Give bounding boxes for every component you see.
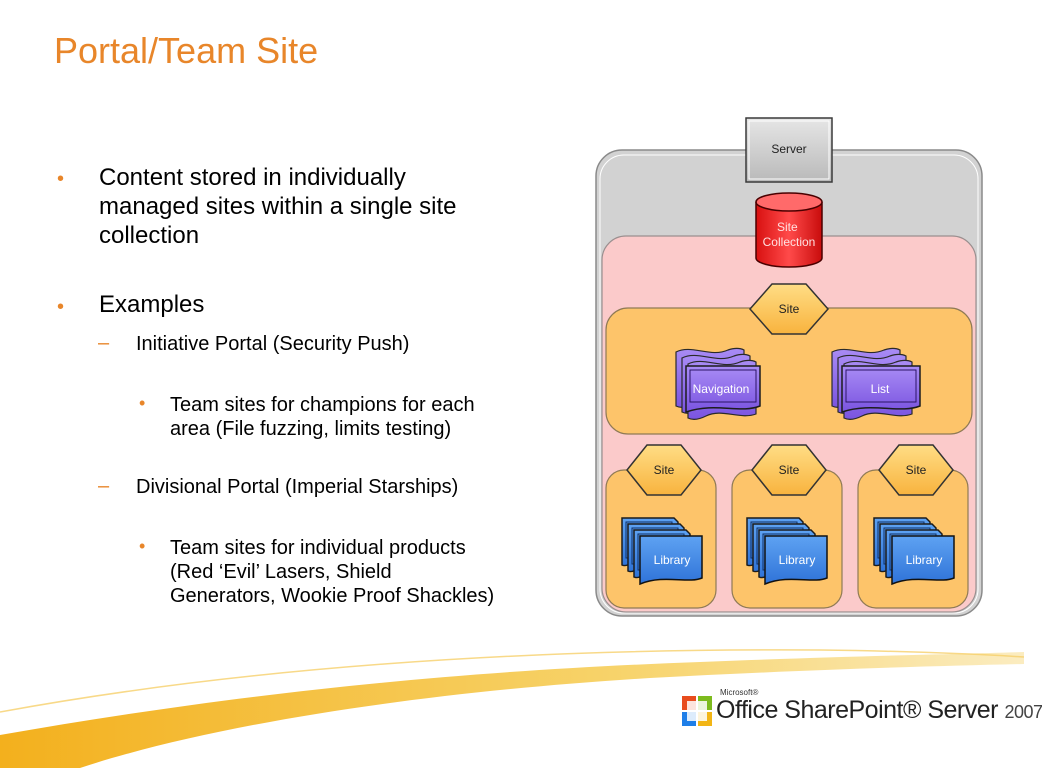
site-collection-database-icon — [755, 192, 823, 268]
list-document-stack-icon — [831, 347, 921, 420]
child-site-label: Site — [779, 463, 800, 477]
site-label: Site — [779, 302, 800, 316]
slide-title: Portal/Team Site — [54, 30, 319, 71]
child-site-label: Site — [906, 463, 927, 477]
child-site-label: Site — [654, 463, 675, 477]
site-collection-label-line2: Collection — [763, 235, 816, 249]
sub-item-initiative-portal: Initiative Portal (Security Push) — [136, 333, 410, 355]
detail-team-sites-products: Team sites for individual products (Red … — [170, 537, 495, 607]
library-document-stack-icon — [873, 517, 955, 586]
library-label: Library — [906, 553, 943, 567]
detail-team-sites-champions: Team sites for champions for each area (… — [170, 394, 475, 440]
list-label: List — [871, 382, 890, 396]
site-collection-label: Site Collection — [763, 220, 816, 249]
server-label: Server — [771, 142, 806, 156]
office-logo-icon — [682, 696, 712, 726]
library-document-stack-icon — [746, 517, 828, 586]
logo-year: 2007 — [1004, 702, 1042, 722]
site-hexagon — [749, 283, 829, 335]
bullet-content-stored: Content stored in individually managed s… — [99, 164, 457, 249]
dash-marker: – — [98, 332, 110, 354]
bullet-dot: • — [57, 296, 65, 318]
bullet-examples: Examples — [99, 291, 205, 318]
navigation-document-stack-icon — [675, 347, 761, 420]
logo-microsoft-text: Microsoft® — [720, 688, 759, 697]
bullet-dot: • — [57, 168, 65, 190]
logo-product-name: Office SharePoint® Server 2007 — [716, 696, 1042, 725]
logo-product-text: Office SharePoint® Server — [716, 696, 998, 724]
navigation-label: Navigation — [693, 382, 750, 396]
library-label: Library — [779, 553, 816, 567]
child-site-hexagon — [878, 444, 954, 496]
child-site-hexagon — [626, 444, 702, 496]
bullet-dot: • — [139, 393, 146, 413]
library-document-stack-icon — [621, 517, 703, 586]
dash-marker: – — [98, 475, 110, 497]
library-label: Library — [654, 553, 691, 567]
bullet-dot: • — [139, 536, 146, 556]
child-site-hexagon — [751, 444, 827, 496]
office-sharepoint-logo: Microsoft® Office SharePoint® Server 200… — [680, 688, 1042, 738]
sub-item-divisional-portal: Divisional Portal (Imperial Starships) — [136, 476, 459, 498]
